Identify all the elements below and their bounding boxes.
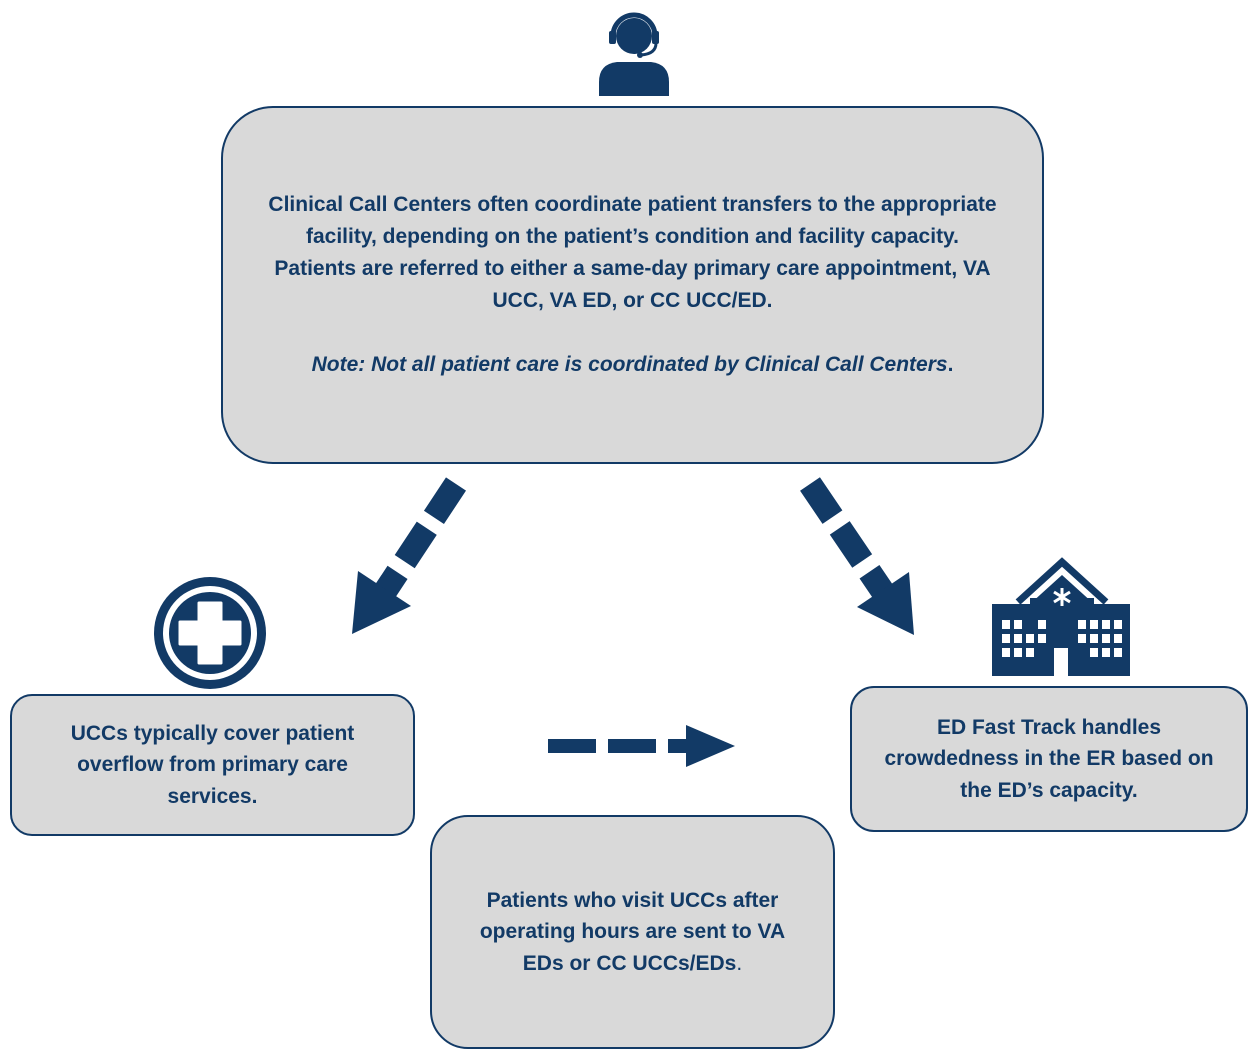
after-hours-text-end: . bbox=[736, 951, 743, 975]
arrow-to-ucc bbox=[352, 477, 467, 634]
after-hours-text-bold: Patients who visit UCCs after operating … bbox=[479, 888, 786, 975]
after-hours-box: Patients who visit UCCs after operating … bbox=[430, 815, 835, 1049]
call-center-box: Clinical Call Centers often coordinate p… bbox=[221, 106, 1044, 464]
call-center-note-italic: Note: Not all patient care is coordinate… bbox=[311, 353, 948, 377]
hospital-icon bbox=[992, 557, 1130, 676]
headset-agent-icon bbox=[599, 12, 669, 96]
ed-box: ED Fast Track handles crowdedness in the… bbox=[850, 686, 1248, 832]
after-hours-text: Patients who visit UCCs after operating … bbox=[472, 885, 793, 980]
ucc-box: UCCs typically cover patient overflow fr… bbox=[10, 694, 415, 836]
call-center-text: Clinical Call Centers often coordinate p… bbox=[268, 192, 997, 313]
call-center-note-end: . bbox=[947, 353, 954, 377]
arrow-ucc-to-ed bbox=[548, 725, 735, 767]
call-center-note: Note: Not all patient care is coordinate… bbox=[312, 349, 954, 381]
medical-cross-icon bbox=[154, 577, 266, 689]
arrow-to-ed bbox=[800, 477, 914, 635]
ucc-text: UCCs typically cover patient overflow fr… bbox=[70, 721, 355, 808]
ed-text: ED Fast Track handles crowdedness in the… bbox=[884, 715, 1214, 802]
